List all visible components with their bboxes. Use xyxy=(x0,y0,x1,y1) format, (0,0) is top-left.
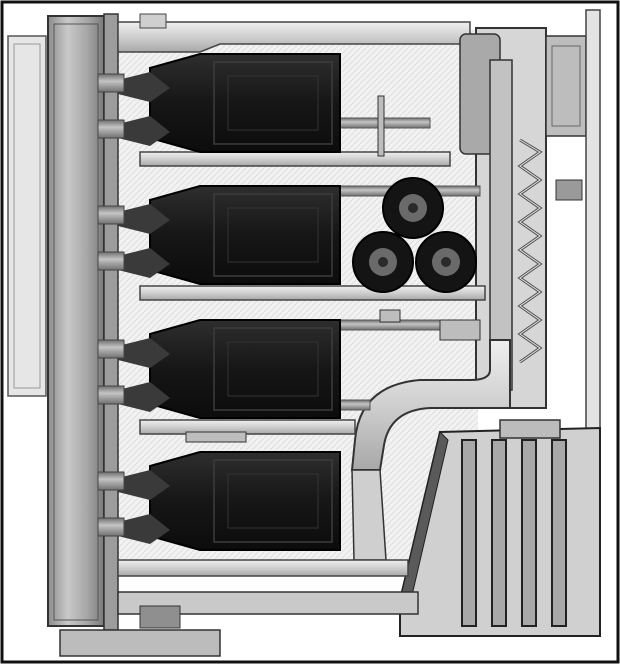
right-knob xyxy=(555,179,583,201)
top-rail xyxy=(117,21,471,53)
lower-box-lid xyxy=(499,419,561,439)
duct-lower-segment xyxy=(351,469,387,561)
left-main-column-inner xyxy=(53,23,99,621)
right-edge-rail xyxy=(585,9,601,431)
spring-coil-highlight xyxy=(519,139,541,363)
left-side-panel-inner xyxy=(13,43,41,389)
right-top-box xyxy=(545,35,587,137)
reel-wheel-2 xyxy=(352,231,414,293)
small-brackets xyxy=(185,95,481,443)
module-unit-1 xyxy=(97,53,341,153)
curved-duct xyxy=(350,339,511,471)
module-unit-3 xyxy=(97,319,341,419)
bottom-rail xyxy=(117,559,409,577)
shelf-plates xyxy=(139,151,486,435)
top-bracket xyxy=(139,13,167,29)
right-top-box-inner xyxy=(551,45,581,127)
left-column-flange xyxy=(103,13,119,631)
base-foot xyxy=(59,629,221,657)
base-plate xyxy=(117,591,419,615)
left-main-column xyxy=(47,15,105,627)
reel-wheel-3 xyxy=(415,231,477,293)
module-unit-2 xyxy=(97,185,341,285)
base-bracket xyxy=(139,605,181,629)
module-unit-4 xyxy=(97,451,341,551)
lower-box-ribs xyxy=(461,439,567,627)
reel-wheel-1 xyxy=(382,177,444,239)
